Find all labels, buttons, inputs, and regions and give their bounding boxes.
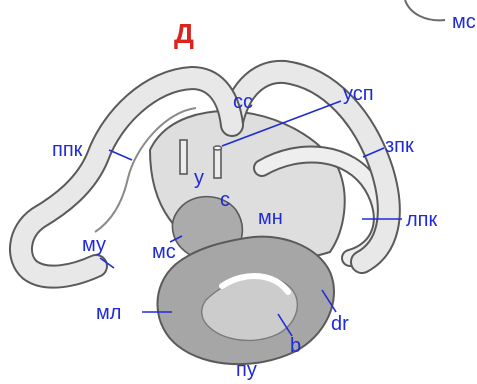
- label-ml: мл: [96, 303, 121, 323]
- label-mu: му: [82, 235, 106, 255]
- label-mn: мн: [258, 208, 283, 228]
- label-s: с: [220, 190, 230, 210]
- label-ss: сс: [233, 92, 253, 112]
- label-b: b: [290, 336, 301, 356]
- corner-fragment-circle: [405, 0, 445, 20]
- label-lpk: лпк: [406, 210, 437, 230]
- corner-fragment-label: мс: [452, 12, 476, 32]
- diagram-title: Д: [174, 20, 194, 48]
- leader-ppk: [109, 150, 132, 160]
- label-dr: dr: [331, 314, 349, 334]
- label-ms: мс: [152, 242, 176, 262]
- duct-tube-top: [214, 146, 222, 150]
- duct-tube-right: [214, 148, 221, 178]
- label-pu: пу: [236, 360, 257, 380]
- duct-tube-left: [180, 140, 187, 174]
- label-usp: усп: [343, 84, 374, 104]
- label-zpk: зпк: [385, 136, 414, 156]
- label-u: у: [194, 168, 204, 188]
- label-ppk: ппк: [52, 140, 82, 160]
